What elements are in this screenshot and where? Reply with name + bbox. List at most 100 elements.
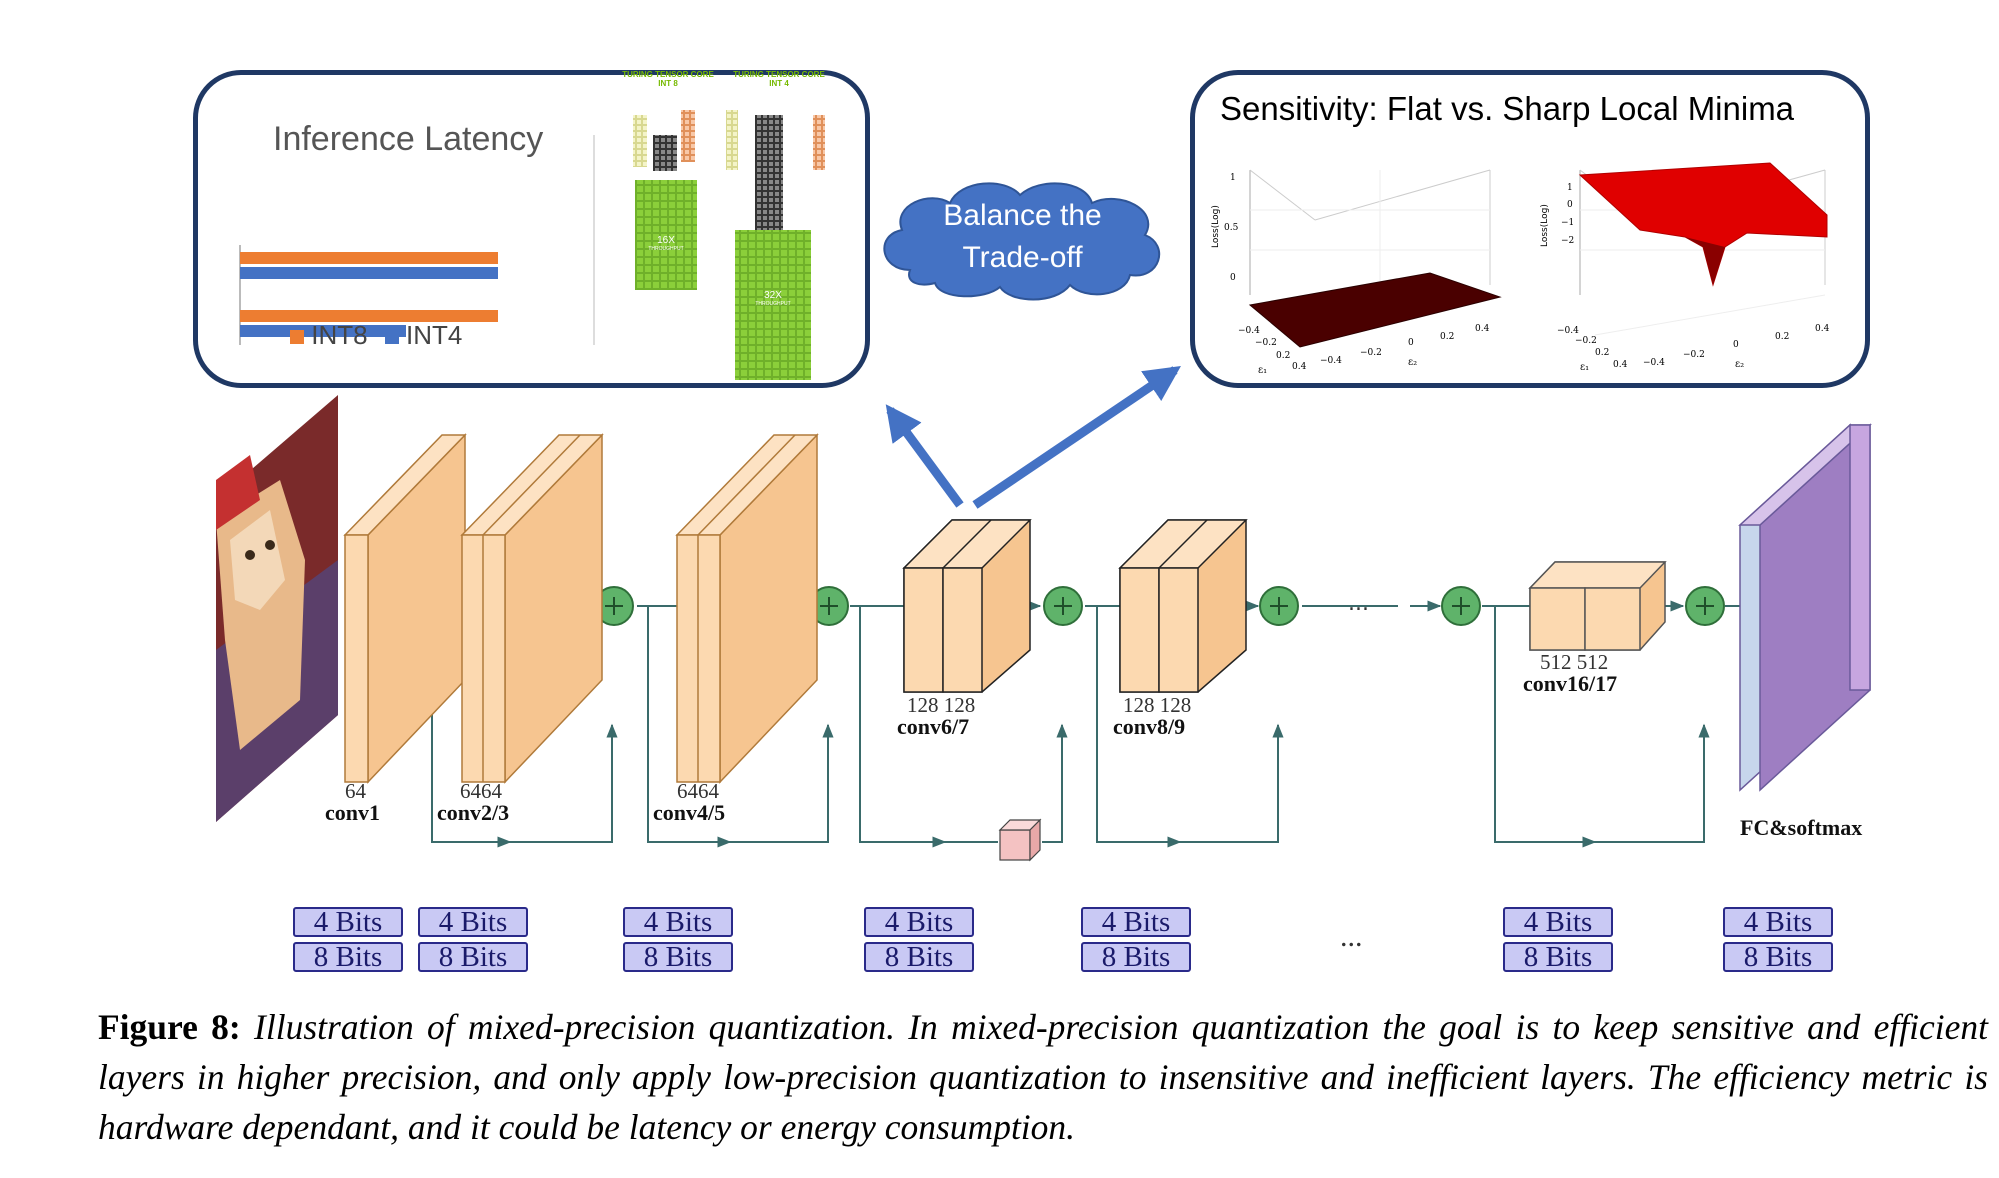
conv6-7-channels: 128 128 [907,693,976,717]
cloud-shape [883,182,1161,301]
svg-text:0: 0 [1567,200,1573,210]
sharp-minima-plot: Loss(Log) 1 0 −1 −2 −0.4 −0.2 0.2 0.4 ε₁… [1540,162,1830,373]
trunk-dots: ... [1348,591,1369,616]
svg-text:0.5: 0.5 [1224,223,1239,233]
layer-conv6-7 [902,519,1032,693]
conv1-label: conv1 [325,800,380,825]
conv8-9-channels: 128 128 [1123,693,1192,717]
figure-caption: Figure 8: Illustration of mixed-precisio… [98,1002,1988,1152]
flat-x2-label: ε₂ [1408,357,1417,368]
conv16-17-channels: 512 512 [1540,650,1609,674]
conv2-3-channels: 6464 [460,779,502,803]
flat-x2-tick-3: 0 [1408,338,1414,348]
cloud-line-2: Trade-off [962,241,1083,274]
svg-text:−2: −2 [1561,236,1574,246]
legend-int8-label: INT8 [311,320,368,350]
gpu-int4-dark [755,115,783,230]
flat-x1-tick-2: −0.2 [1255,338,1277,348]
sharp-x2-tick-5: 0.4 [1815,324,1830,334]
bar-int4-2 [240,325,406,337]
bits-8-conv4-5[interactable]: 8 Bits [623,942,733,972]
flat-ylabel: Loss(Log) [1211,205,1221,248]
flat-x1-tick-4: 0.4 [1292,362,1307,372]
gpu-int4-green [735,230,811,380]
bits-8-conv1[interactable]: 8 Bits [293,942,403,972]
legend-int4-swatch [384,330,399,344]
conv4-5-label: conv4/5 [653,800,726,825]
flat-x1-label: ε₁ [1258,365,1267,376]
sensitivity-title: Sensitivity: Flat vs. Sharp Local Minima [1220,90,1795,127]
flat-x1-tick-3: 0.2 [1276,351,1290,361]
bits-4-conv6-7[interactable]: 4 Bits [864,907,974,937]
latency-bar-chart [239,245,498,345]
conv8-9-label: conv8/9 [1113,714,1186,739]
bits-4-conv4-5[interactable]: 4 Bits [623,907,733,937]
bar-int8-1 [240,252,498,264]
gpu-int4-yellow [726,110,738,170]
bits-4-fc[interactable]: 4 Bits [1723,907,1833,937]
bits-8-conv8-9[interactable]: 8 Bits [1081,942,1191,972]
sharp-x1-label: ε₁ [1580,362,1589,373]
sensitivity-panel: Sensitivity: Flat vs. Sharp Local Minima… [1190,70,1870,388]
conv6-7-label: conv6/7 [897,714,970,739]
conv1-channels: 64 [345,779,366,803]
conv2-3-label: conv2/3 [437,800,510,825]
flat-x2-tick-5: 0.4 [1475,324,1490,334]
gpu-illustrations [633,110,825,380]
flat-x2-tick-1: −0.4 [1320,356,1342,366]
bits-8-conv6-7[interactable]: 8 Bits [864,942,974,972]
gpu-int8-green [635,180,697,290]
gpu-int8-dark [653,135,677,171]
flat-x1-tick-1: −0.4 [1238,326,1260,336]
flat-x2-tick-2: −0.2 [1360,348,1382,358]
latency-legend: INT8 INT4 [290,320,462,351]
layer-fc-softmax [1738,423,1872,792]
bits-8-conv2-3[interactable]: 8 Bits [418,942,528,972]
sharp-ylabel: Loss(Log) [1540,204,1550,247]
input-cat-image [216,395,338,822]
legend-int4-label: INT4 [406,320,463,350]
cloud-text: Balance the Trade-off [880,195,1165,279]
conv16-17-label: conv16/17 [1523,671,1618,696]
layer-conv1 [343,433,467,784]
latency-divider [593,135,595,345]
balance-cloud [883,182,1161,301]
sharp-x2-label: ε₂ [1735,359,1744,370]
sharp-x2-tick-4: 0.2 [1775,332,1789,342]
svg-text:1: 1 [1230,173,1236,183]
layer-conv2-3 [460,433,604,784]
caption-label: Figure 8: [98,1007,241,1047]
sharp-x2-tick-3: 0 [1733,340,1739,350]
bits-4-conv2-3[interactable]: 4 Bits [418,907,528,937]
svg-text:−1: −1 [1561,218,1574,228]
cloud-line-1: Balance the [943,199,1102,232]
gpu-int8-yellow [633,115,647,167]
caption-text: Illustration of mixed-precision quantiza… [98,1007,1988,1147]
bits-8-conv16-17[interactable]: 8 Bits [1503,942,1613,972]
sharp-x1-tick-3: 0.2 [1595,348,1609,358]
flat-x2-tick-4: 0.2 [1440,332,1454,342]
gpu-int8-orange [681,110,695,162]
bits-4-conv8-9[interactable]: 4 Bits [1081,907,1191,937]
bits-4-conv1[interactable]: 4 Bits [293,907,403,937]
layer-conv4-5 [675,433,819,784]
network-diagram: ... [216,365,1872,862]
arrow-to-sensitivity [972,365,1181,509]
sharp-x2-tick-1: −0.4 [1643,358,1665,368]
downsample-cube [998,818,1042,862]
bits-4-conv16-17[interactable]: 4 Bits [1503,907,1613,937]
latency-title: Inference Latency [273,120,544,158]
bar-int8-2 [240,310,498,322]
arrow-to-latency [885,404,964,508]
fc-softmax-label: FC&softmax [1740,815,1863,840]
sharp-x1-tick-4: 0.4 [1613,360,1628,370]
sharp-x1-tick-2: −0.2 [1575,336,1597,346]
svg-text:0: 0 [1230,273,1236,283]
bits-dots: ... [1340,920,1363,953]
bits-8-fc[interactable]: 8 Bits [1723,942,1833,972]
gpu-int4-orange [813,115,825,170]
sharp-x1-tick-1: −0.4 [1557,326,1579,336]
